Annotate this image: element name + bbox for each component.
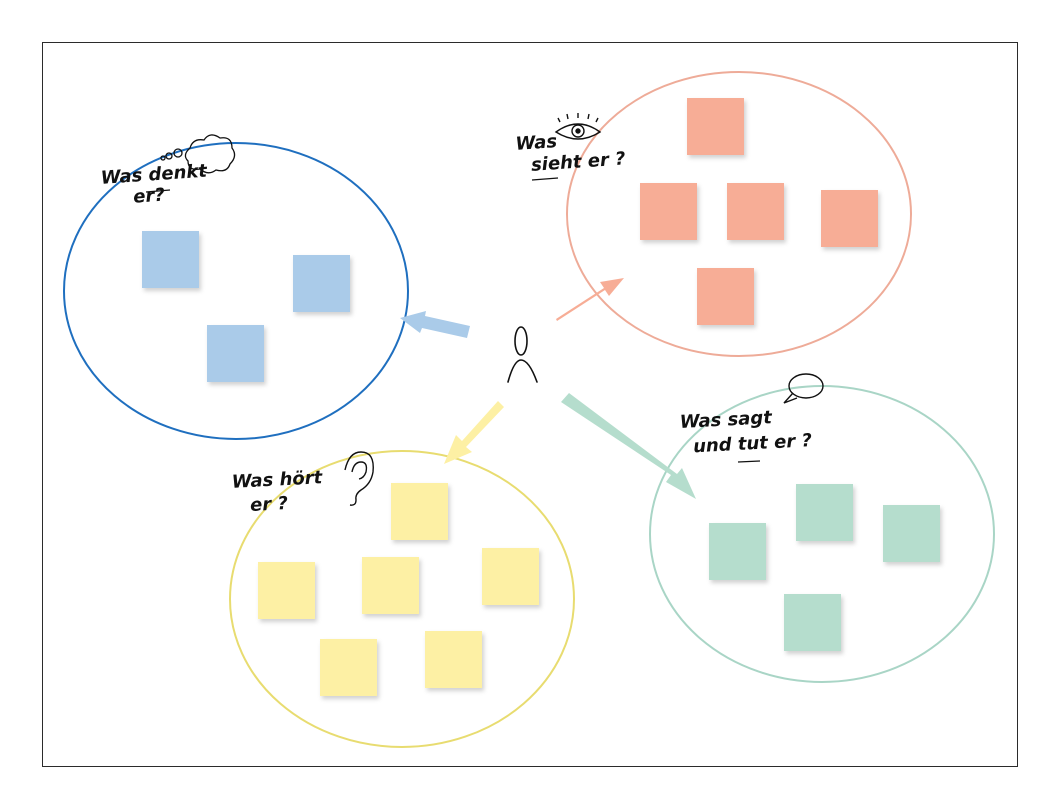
sticky-note-hoert-3[interactable] — [362, 557, 419, 614]
sticky-note-sieht-2[interactable] — [640, 183, 697, 240]
ear-icon — [344, 451, 374, 506]
label-hoert-line1: Was hört — [231, 467, 324, 493]
label-sagt-line1: Was sagt — [679, 407, 773, 433]
sticky-note-hoert-2[interactable] — [258, 562, 315, 619]
sticky-note-denkt-3[interactable] — [207, 325, 264, 382]
label-sieht-underline — [531, 177, 559, 181]
label-sagt-line2: und tut er ? — [693, 430, 813, 457]
label-hoert-line2: er ? — [250, 493, 289, 516]
person-icon — [507, 326, 538, 383]
arrow-to-denkt — [400, 311, 470, 338]
sticky-note-hoert-1[interactable] — [391, 483, 448, 540]
canvas-frame — [42, 42, 1018, 767]
label-sieht-line1: Was — [515, 131, 558, 155]
ring-hoert — [229, 450, 575, 748]
sticky-note-denkt-2[interactable] — [293, 255, 350, 312]
arrow-to-sagt — [561, 393, 696, 499]
label-denkt-underline — [145, 189, 171, 193]
label-hoert: Was hört er ? — [231, 467, 330, 517]
speech-bubble-icon — [783, 373, 824, 404]
label-denkt: Was denkt er? — [100, 160, 215, 210]
sticky-note-sieht-5[interactable] — [697, 268, 754, 325]
thought-cloud-icon — [160, 134, 236, 174]
sticky-note-sieht-4[interactable] — [821, 190, 878, 247]
arrow-to-sieht — [556, 278, 624, 331]
sticky-note-sagt-4[interactable] — [784, 594, 841, 651]
ring-sieht — [566, 71, 912, 357]
ring-denkt — [63, 142, 409, 440]
label-sieht: Was sieht er ? — [515, 126, 626, 176]
sticky-note-sagt-2[interactable] — [796, 484, 853, 541]
sticky-note-sagt-1[interactable] — [709, 523, 766, 580]
sticky-note-sieht-3[interactable] — [727, 183, 784, 240]
sticky-note-denkt-1[interactable] — [142, 231, 199, 288]
ring-sagt — [649, 385, 995, 683]
arrow-to-hoert — [444, 401, 504, 464]
sticky-note-hoert-6[interactable] — [425, 631, 482, 688]
label-sagt-underline — [737, 460, 761, 463]
sticky-note-hoert-4[interactable] — [482, 548, 539, 605]
sticky-note-sagt-3[interactable] — [883, 505, 940, 562]
label-sagt: Was sagt und tut er ? — [679, 405, 812, 458]
sticky-note-sieht-1[interactable] — [687, 98, 744, 155]
label-denkt-line2: er? — [133, 185, 166, 208]
sticky-note-hoert-5[interactable] — [320, 639, 377, 696]
eye-icon — [554, 113, 602, 140]
